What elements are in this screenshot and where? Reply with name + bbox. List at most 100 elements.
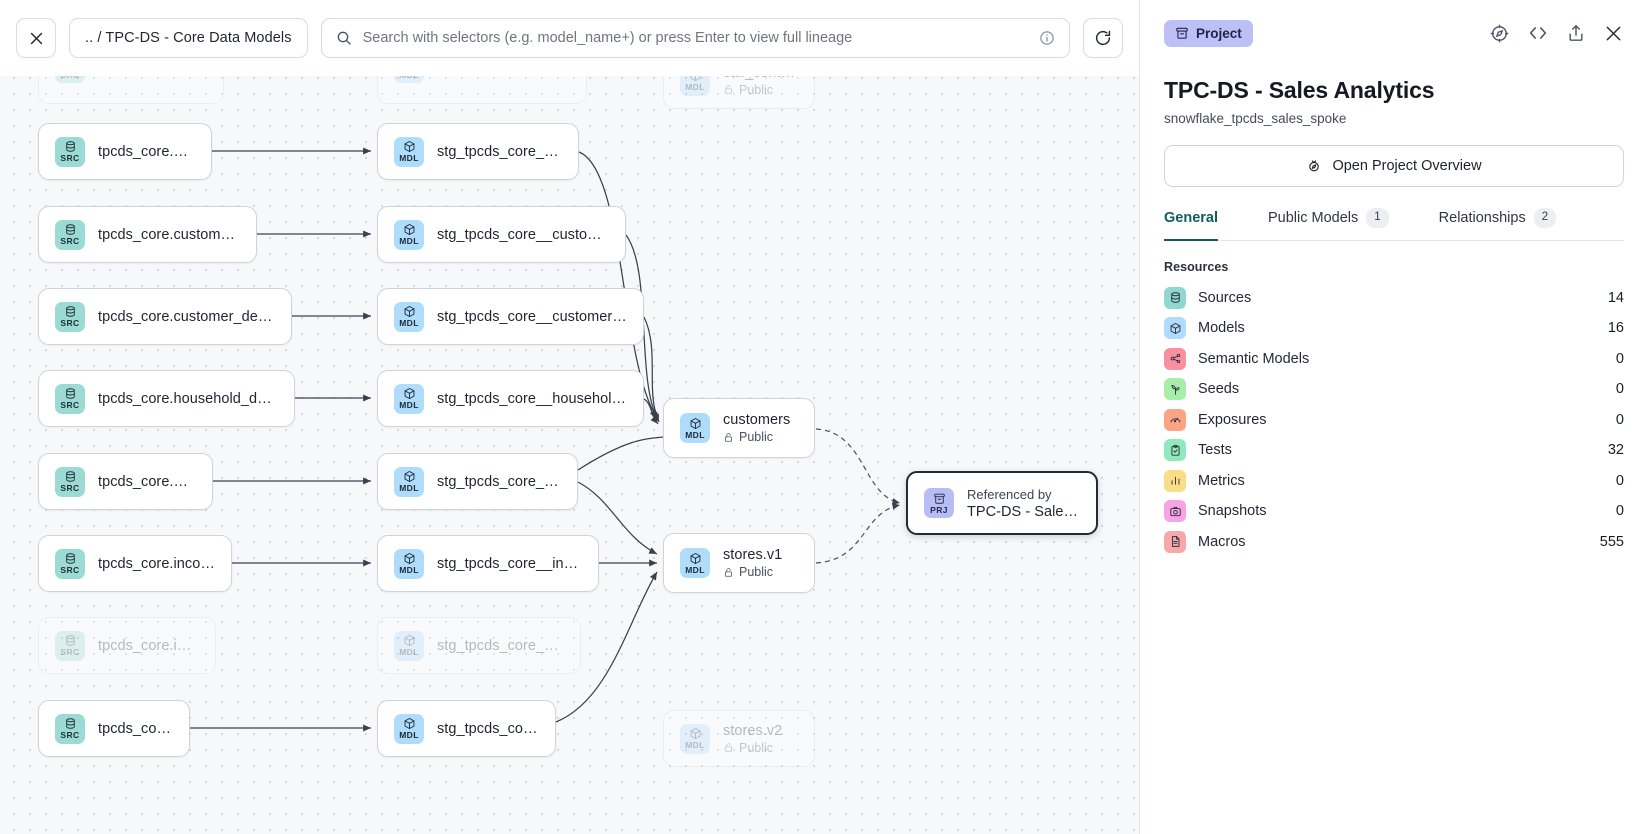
explore-button[interactable] [1489, 23, 1510, 44]
database-icon [65, 635, 75, 646]
explore-icon [1490, 24, 1509, 42]
tab-label: Relationships [1438, 209, 1526, 226]
open-project-overview-button[interactable]: Open Project Overview [1164, 145, 1624, 187]
archive-icon [933, 493, 945, 504]
node-body: stg_tpcds_core__customer_address [437, 227, 609, 243]
node-visibility: Public [723, 83, 798, 97]
node-title: tpcds_core.store [98, 720, 173, 737]
search-input[interactable] [362, 30, 1028, 46]
resources-label: Resources [1164, 259, 1229, 274]
tab-general[interactable]: General [1164, 208, 1218, 241]
node-visibility: Public [723, 565, 782, 579]
referenced-by-kicker: Referenced by [967, 486, 1052, 502]
details-panel: Project [1139, 0, 1648, 834]
lineage-canvas[interactable]: .. / TPC-DS - Core Data Models [0, 0, 1139, 834]
node-body: call_centersPublic [723, 65, 798, 97]
node-title: tpcds_core.household_demographics [98, 390, 278, 407]
view-code-button[interactable] [1527, 22, 1549, 44]
graph-node-mdl_income_band[interactable]: MDL stg_tpcds_core__income_band [377, 535, 599, 592]
graph-node-icon-wrap [1164, 347, 1186, 370]
graph-node-mdl_date_dim[interactable]: MDL stg_tpcds_core__date_dim [377, 453, 578, 510]
node-title: stg_tpcds_core__date_dim [437, 473, 561, 490]
graph-node-mdl_hh_demo[interactable]: MDLstg_tpcds_core__household_demogr… [377, 370, 644, 427]
cube-icon-wrap [1164, 317, 1186, 340]
node-type-badge-mdl: MDL [394, 466, 424, 497]
search-bar[interactable] [320, 18, 1070, 58]
sprout-icon [1170, 384, 1180, 395]
node-title: stores.v1 [723, 547, 783, 563]
cube-icon [404, 635, 414, 647]
cube-icon [404, 306, 414, 318]
resource-count: 0 [1615, 381, 1624, 398]
close-panel-button[interactable] [1603, 23, 1624, 44]
node-body: tpcds_core.date_dim [98, 474, 196, 490]
resource-name: Macros [1198, 533, 1246, 550]
tab-label: Public Models [1268, 209, 1359, 226]
cube-icon [404, 224, 414, 236]
node-type-badge-mdl: MDL [394, 548, 424, 579]
lock-icon [724, 432, 733, 442]
database-icon [65, 553, 75, 564]
bar-chart-icon [1171, 477, 1179, 486]
node-title: stg_tpcds_core__income_band [437, 555, 582, 572]
node-title: stg_tpcds_core__store [437, 720, 539, 737]
node-type-badge-src: SRC [55, 219, 85, 250]
node-visibility-label: Public [739, 82, 774, 97]
node-type-badge-src: SRC [55, 301, 85, 332]
kind-chip-label: Project [1196, 25, 1242, 41]
graph-node-src_cust_addr[interactable]: SRC tpcds_core.customer_address [38, 206, 257, 263]
node-body: tpcds_core.customer_address [98, 227, 240, 243]
document-icon [1171, 536, 1179, 548]
resource-count: 0 [1615, 350, 1624, 367]
cube-icon [404, 553, 414, 565]
share-button[interactable] [1566, 23, 1586, 43]
graph-node-mdl_cust_addr[interactable]: MDL stg_tpcds_core__customer_address [377, 206, 626, 263]
resource-name: Sources [1198, 289, 1252, 306]
database-icon [65, 471, 75, 482]
bar-chart-icon-wrap [1164, 469, 1186, 492]
close-lineage-button[interactable] [16, 18, 56, 58]
node-type-badge-mdl: MDL [680, 548, 710, 578]
refresh-button[interactable] [1083, 18, 1123, 58]
graph-node-mdl_cust_demo[interactable]: MDLstg_tpcds_core__customer_demogra… [377, 288, 644, 345]
cube-icon [690, 552, 700, 564]
sprout-icon-wrap [1164, 378, 1186, 401]
close-icon [1606, 26, 1621, 40]
info-icon[interactable] [1039, 30, 1055, 46]
close-icon [30, 32, 42, 44]
node-title: tpcds_core.date_dim [98, 473, 196, 490]
node-body: tpcds_core.household_demographics [98, 391, 278, 407]
node-type-badge-mdl: MDL [394, 219, 424, 250]
node-visibility: Public [723, 430, 790, 444]
node-type-badge-mdl: MDL [394, 136, 424, 167]
breadcrumb[interactable]: .. / TPC-DS - Core Data Models [69, 18, 308, 58]
